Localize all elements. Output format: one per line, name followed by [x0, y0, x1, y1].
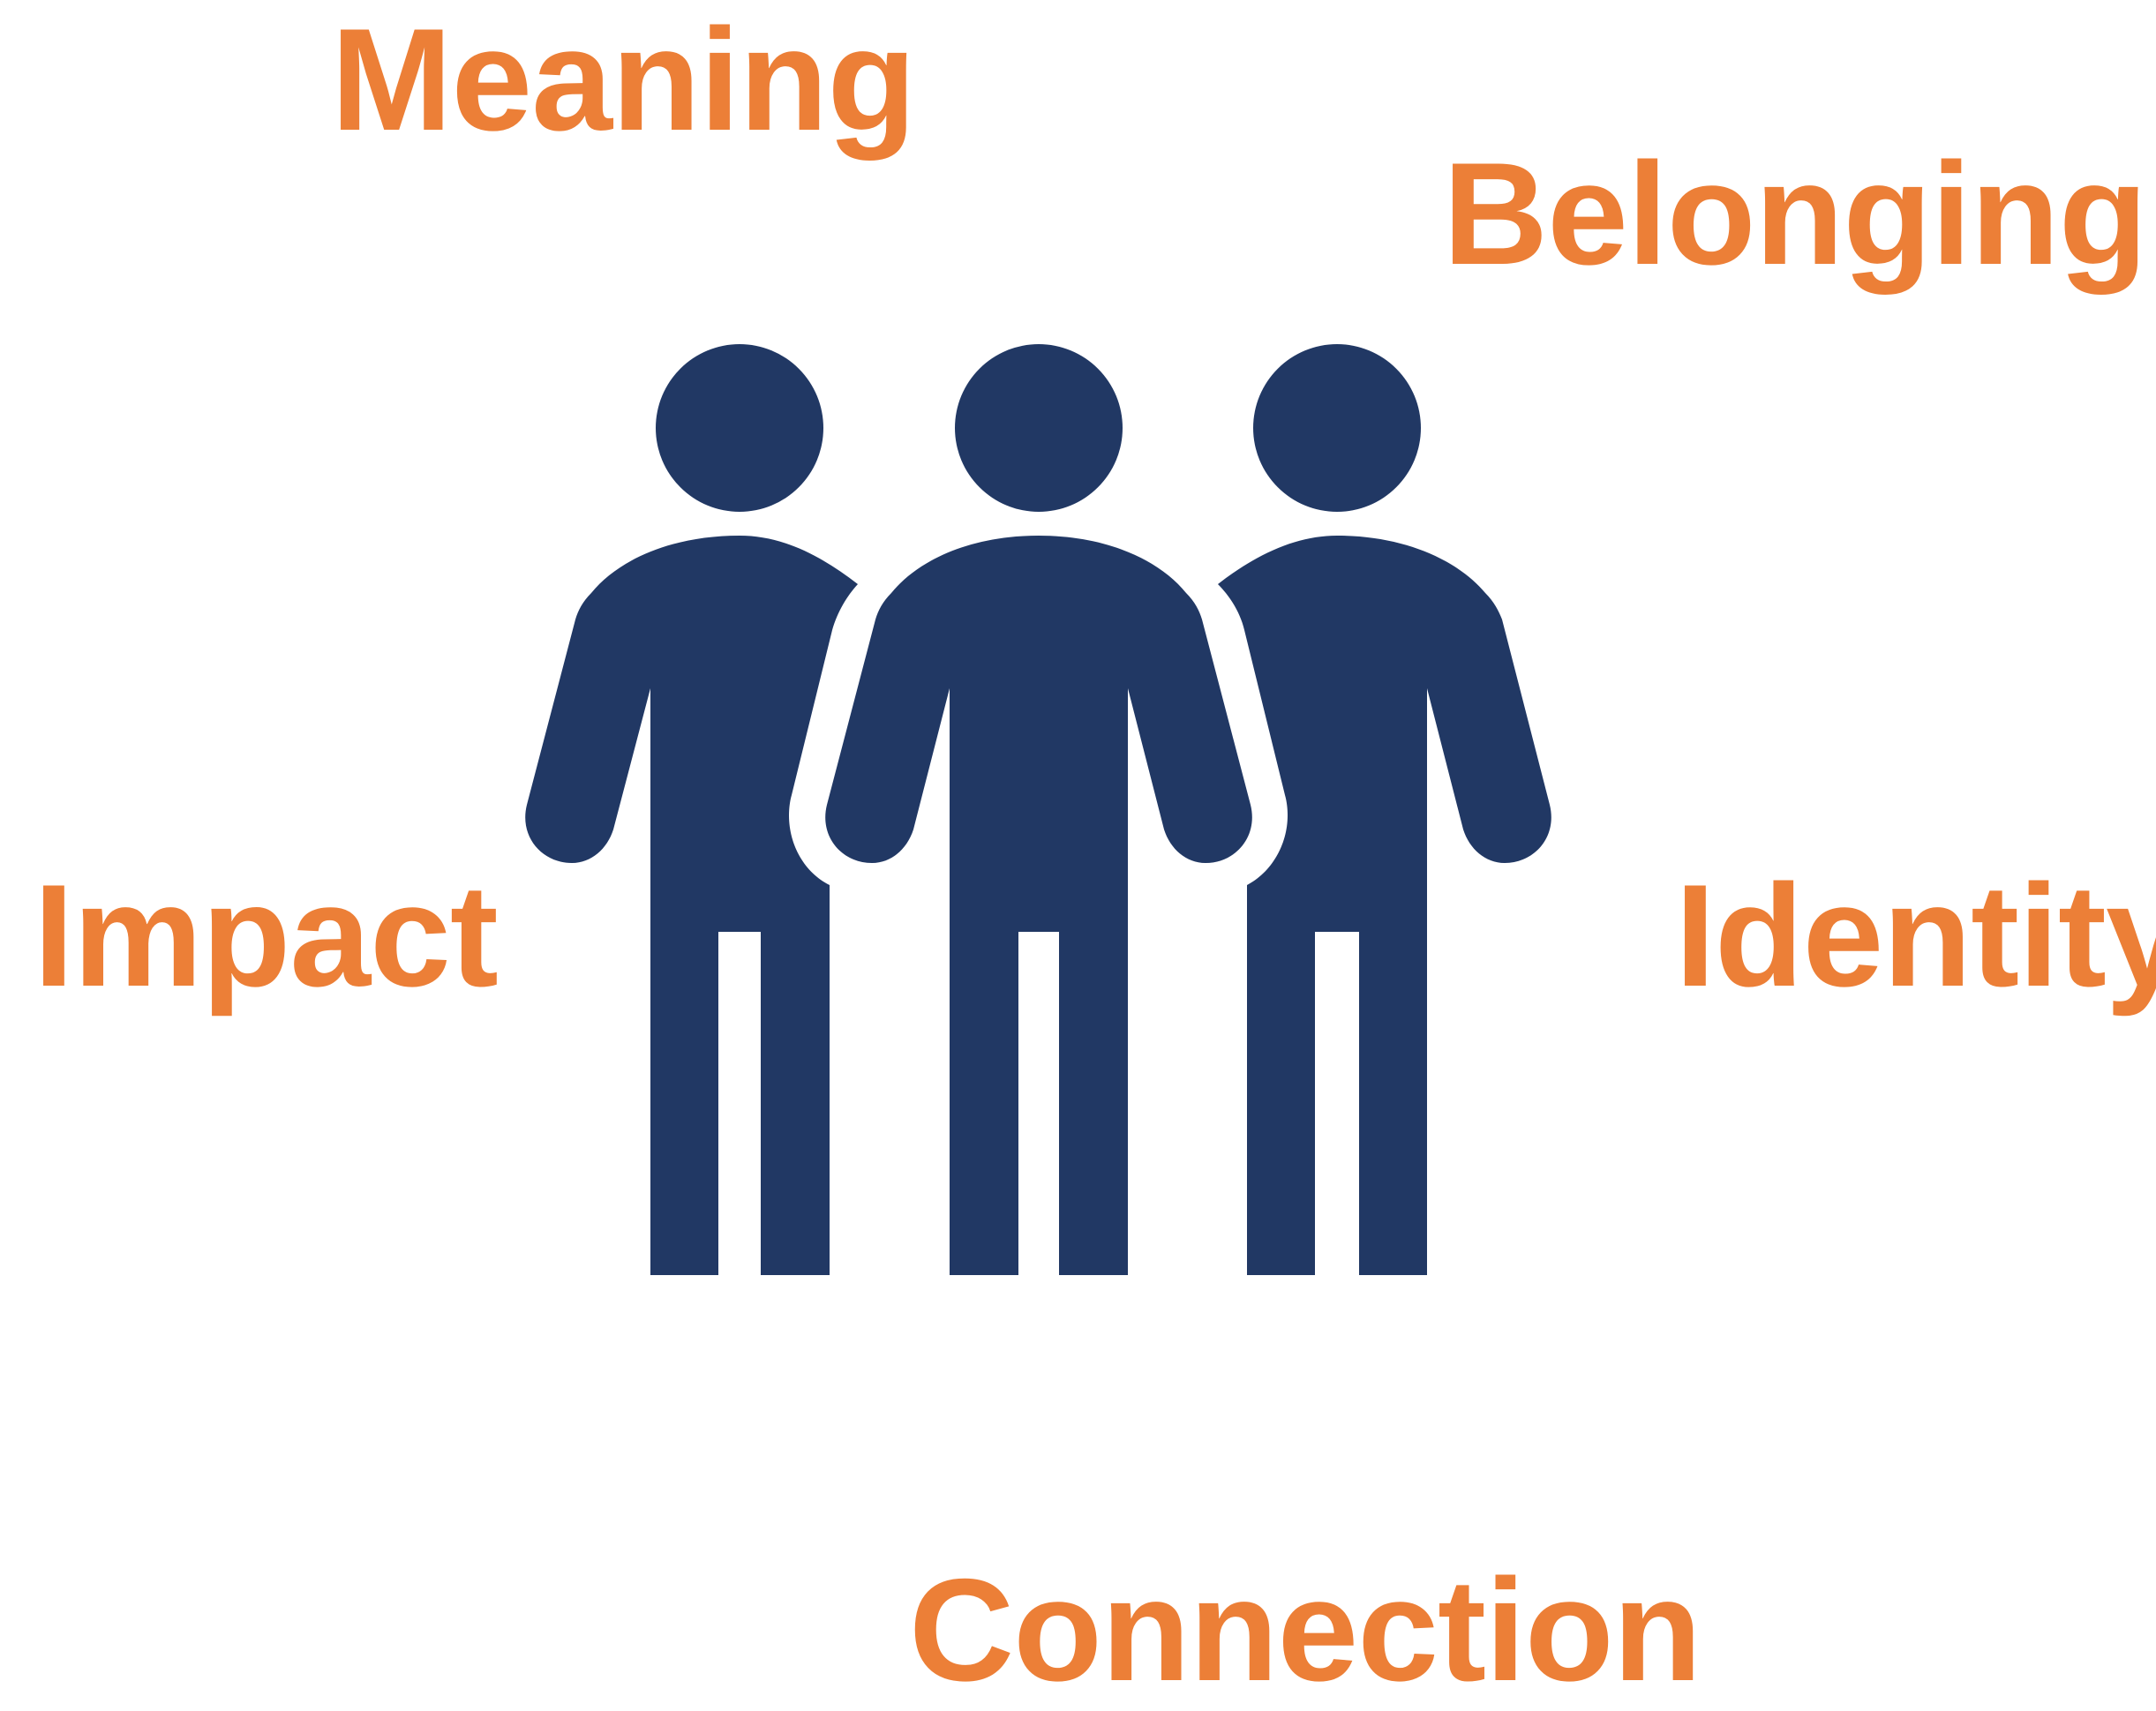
- people-group-icon: [525, 337, 1551, 1282]
- word-impact: Impact: [34, 854, 499, 1017]
- person-left-icon: [525, 344, 858, 1275]
- person-right-icon: [1218, 344, 1551, 1275]
- word-meaning: Meaning: [331, 0, 916, 161]
- person-center-icon: [818, 337, 1259, 1282]
- word-belonging: Belonging: [1443, 132, 2148, 295]
- word-identity: Identity: [1675, 854, 2156, 1017]
